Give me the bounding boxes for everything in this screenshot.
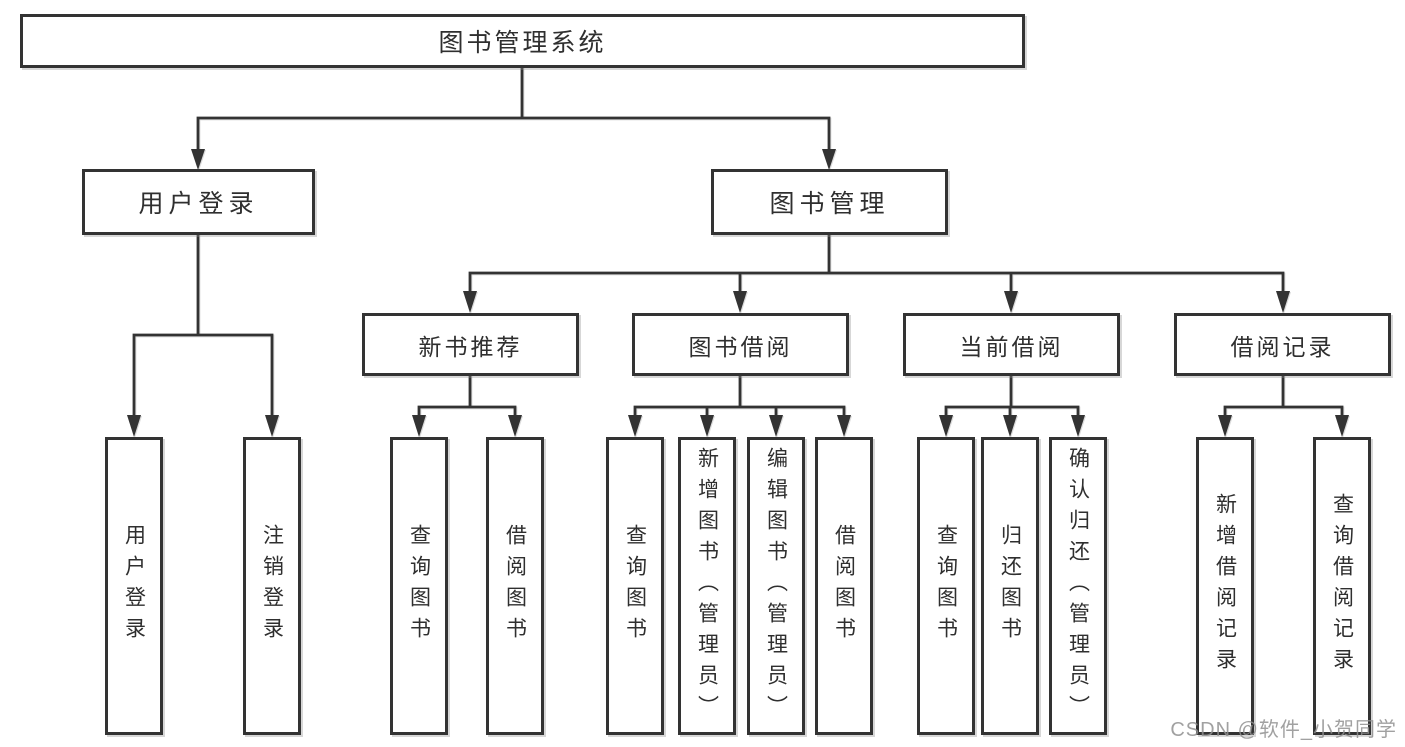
- connector-path: [633, 374, 846, 420]
- leaf-query-books-recommend: 查询图书: [390, 437, 448, 735]
- node-label: 图书管理系统: [438, 29, 607, 57]
- leaf-query-books-borrow: 查询图书: [606, 437, 664, 735]
- arrowhead: [412, 415, 426, 437]
- arrowhead: [1335, 415, 1349, 437]
- node-label: 当前借阅: [959, 333, 1064, 360]
- arrowhead: [837, 415, 851, 437]
- arrowhead: [939, 415, 953, 437]
- node-current-borrow: 当前借阅: [903, 313, 1120, 376]
- node-label: 图书管理: [769, 190, 890, 218]
- node-label: 编辑图书（管理员）: [764, 446, 788, 726]
- node-label: 查询图书: [934, 524, 958, 648]
- connector-path: [417, 374, 517, 420]
- connector-borrow-records: [1218, 374, 1349, 437]
- connector-book-management: [463, 233, 1290, 313]
- node-book-borrow: 图书借阅: [632, 313, 849, 376]
- arrowhead: [822, 149, 836, 170]
- connector-current-borrow: [939, 374, 1085, 437]
- csdn-watermark: CSDN @软件_小贺同学: [1170, 719, 1397, 741]
- node-user-login: 用户登录: [82, 169, 315, 235]
- node-label: 新书推荐: [418, 333, 523, 360]
- node-label: 借阅图书: [832, 524, 856, 648]
- arrowhead: [463, 291, 477, 313]
- connector-user-login: [127, 233, 279, 437]
- node-label: 查询借阅记录: [1330, 493, 1354, 679]
- connector-path: [468, 233, 1285, 296]
- leaf-logout: 注销登录: [243, 437, 301, 735]
- node-label: 用户登录: [122, 524, 146, 648]
- arrowhead: [628, 415, 642, 437]
- connector-new-book-recommend: [412, 374, 522, 437]
- node-library-system: 图书管理系统: [20, 14, 1025, 68]
- node-book-management: 图书管理: [711, 169, 948, 235]
- node-label: 注销登录: [260, 524, 284, 648]
- node-new-book-recommend: 新书推荐: [362, 313, 579, 376]
- arrowhead: [1004, 291, 1018, 313]
- leaf-user-login: 用户登录: [105, 437, 163, 735]
- node-label: 新增图书（管理员）: [695, 446, 719, 726]
- leaf-query-borrow-record: 查询借阅记录: [1313, 437, 1371, 735]
- arrowhead: [1003, 415, 1017, 437]
- arrowhead: [127, 415, 141, 437]
- node-label: 确认归还（管理员）: [1066, 446, 1090, 726]
- leaf-query-books-current: 查询图书: [917, 437, 975, 735]
- leaf-borrow-books-recommend: 借阅图书: [486, 437, 544, 735]
- connector-path: [1223, 374, 1344, 420]
- arrowhead: [1276, 291, 1290, 313]
- node-label: 图书借阅: [688, 333, 793, 360]
- node-label: 新增借阅记录: [1213, 493, 1237, 679]
- connector-book-borrow: [628, 374, 851, 437]
- connector-path: [132, 233, 274, 420]
- leaf-add-borrow-record: 新增借阅记录: [1196, 437, 1254, 735]
- leaf-return-book: 归还图书: [981, 437, 1039, 735]
- node-label: 归还图书: [998, 524, 1022, 648]
- arrowhead: [700, 415, 714, 437]
- leaf-borrow-books: 借阅图书: [815, 437, 873, 735]
- leaf-confirm-return-admin: 确认归还（管理员）: [1049, 437, 1107, 735]
- node-label: 用户登录: [138, 190, 259, 218]
- connector-path: [196, 66, 831, 154]
- arrowhead: [1218, 415, 1232, 437]
- node-label: 借阅记录: [1230, 333, 1335, 360]
- leaf-edit-book-admin: 编辑图书（管理员）: [747, 437, 805, 735]
- arrowhead: [508, 415, 522, 437]
- arrowhead: [733, 291, 747, 313]
- leaf-add-book-admin: 新增图书（管理员）: [678, 437, 736, 735]
- connector-path: [944, 374, 1080, 420]
- connector-root: [191, 66, 836, 170]
- node-label: 借阅图书: [503, 524, 527, 648]
- node-label: 查询图书: [623, 524, 647, 648]
- arrowhead: [265, 415, 279, 437]
- arrowhead: [769, 415, 783, 437]
- node-label: 查询图书: [407, 524, 431, 648]
- arrowhead: [1071, 415, 1085, 437]
- node-borrow-records: 借阅记录: [1174, 313, 1391, 376]
- arrowhead: [191, 149, 205, 170]
